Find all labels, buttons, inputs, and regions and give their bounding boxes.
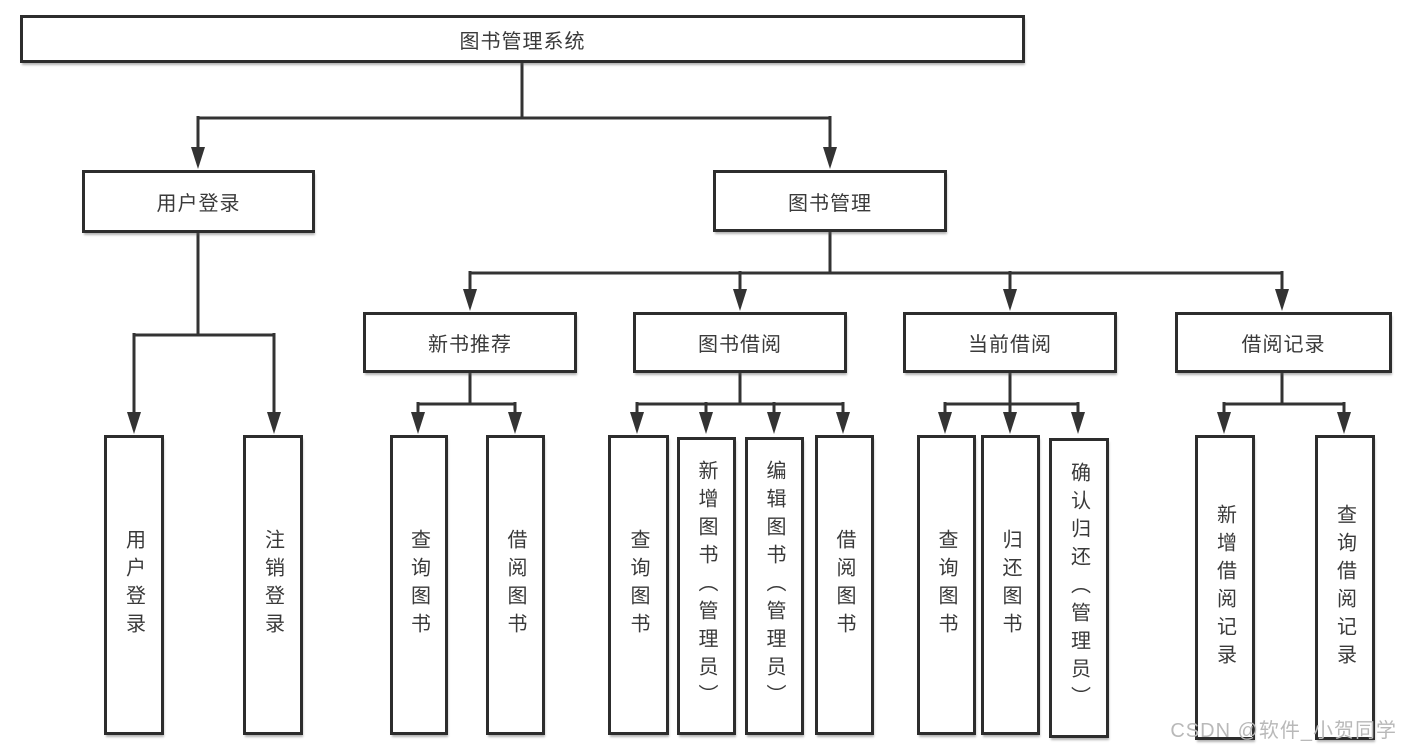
leaf-recommend-borrow-books: 借阅图书 (486, 435, 545, 735)
arrowhead-down-icon (1217, 412, 1231, 434)
node-book-management: 图书管理 (713, 170, 947, 232)
leaf-borrow-borrow-books: 借阅图书 (815, 435, 874, 735)
node-book-borrowing: 图书借阅 (633, 312, 847, 373)
arrowhead-down-icon (938, 412, 952, 434)
arrowhead-down-icon (463, 289, 477, 311)
arrowhead-down-icon (1003, 289, 1017, 311)
node-borrowing-records: 借阅记录 (1175, 312, 1392, 373)
leaf-current-confirm-return-admin: 确认归还（管理员） (1049, 438, 1109, 738)
arrowhead-down-icon (836, 412, 850, 434)
arrowhead-down-icon (508, 412, 522, 434)
arrowhead-down-icon (767, 412, 781, 434)
leaf-current-return-books: 归还图书 (981, 435, 1040, 735)
arrowhead-down-icon (733, 289, 747, 311)
leaf-records-query-record: 查询借阅记录 (1315, 435, 1375, 740)
arrowhead-down-icon (411, 412, 425, 434)
leaf-borrow-add-books-admin: 新增图书（管理员） (677, 437, 736, 735)
arrowhead-down-icon (127, 412, 141, 434)
watermark: CSDN @软件_小贺同学 (1170, 720, 1397, 742)
leaf-current-query-books: 查询图书 (917, 435, 976, 735)
node-user-login: 用户登录 (82, 170, 315, 233)
leaf-borrow-edit-books-admin: 编辑图书（管理员） (745, 437, 804, 735)
node-library-management-system: 图书管理系统 (20, 15, 1025, 63)
leaf-records-add-record: 新增借阅记录 (1195, 435, 1255, 740)
leaf-recommend-query-books: 查询图书 (390, 435, 448, 735)
arrowhead-down-icon (1275, 289, 1289, 311)
arrowhead-down-icon (1071, 412, 1085, 434)
node-new-book-recommendation: 新书推荐 (363, 312, 577, 373)
leaf-logout: 注销登录 (243, 435, 303, 735)
arrowhead-down-icon (823, 147, 837, 169)
arrowhead-down-icon (1337, 412, 1351, 434)
leaf-user-login: 用户登录 (104, 435, 164, 735)
node-current-borrowing: 当前借阅 (903, 312, 1117, 373)
arrowhead-down-icon (699, 412, 713, 434)
arrowhead-down-icon (191, 147, 205, 169)
arrowhead-down-icon (1003, 412, 1017, 434)
arrowhead-down-icon (630, 412, 644, 434)
arrowhead-down-icon (267, 412, 281, 434)
leaf-borrow-query-books: 查询图书 (608, 435, 669, 735)
